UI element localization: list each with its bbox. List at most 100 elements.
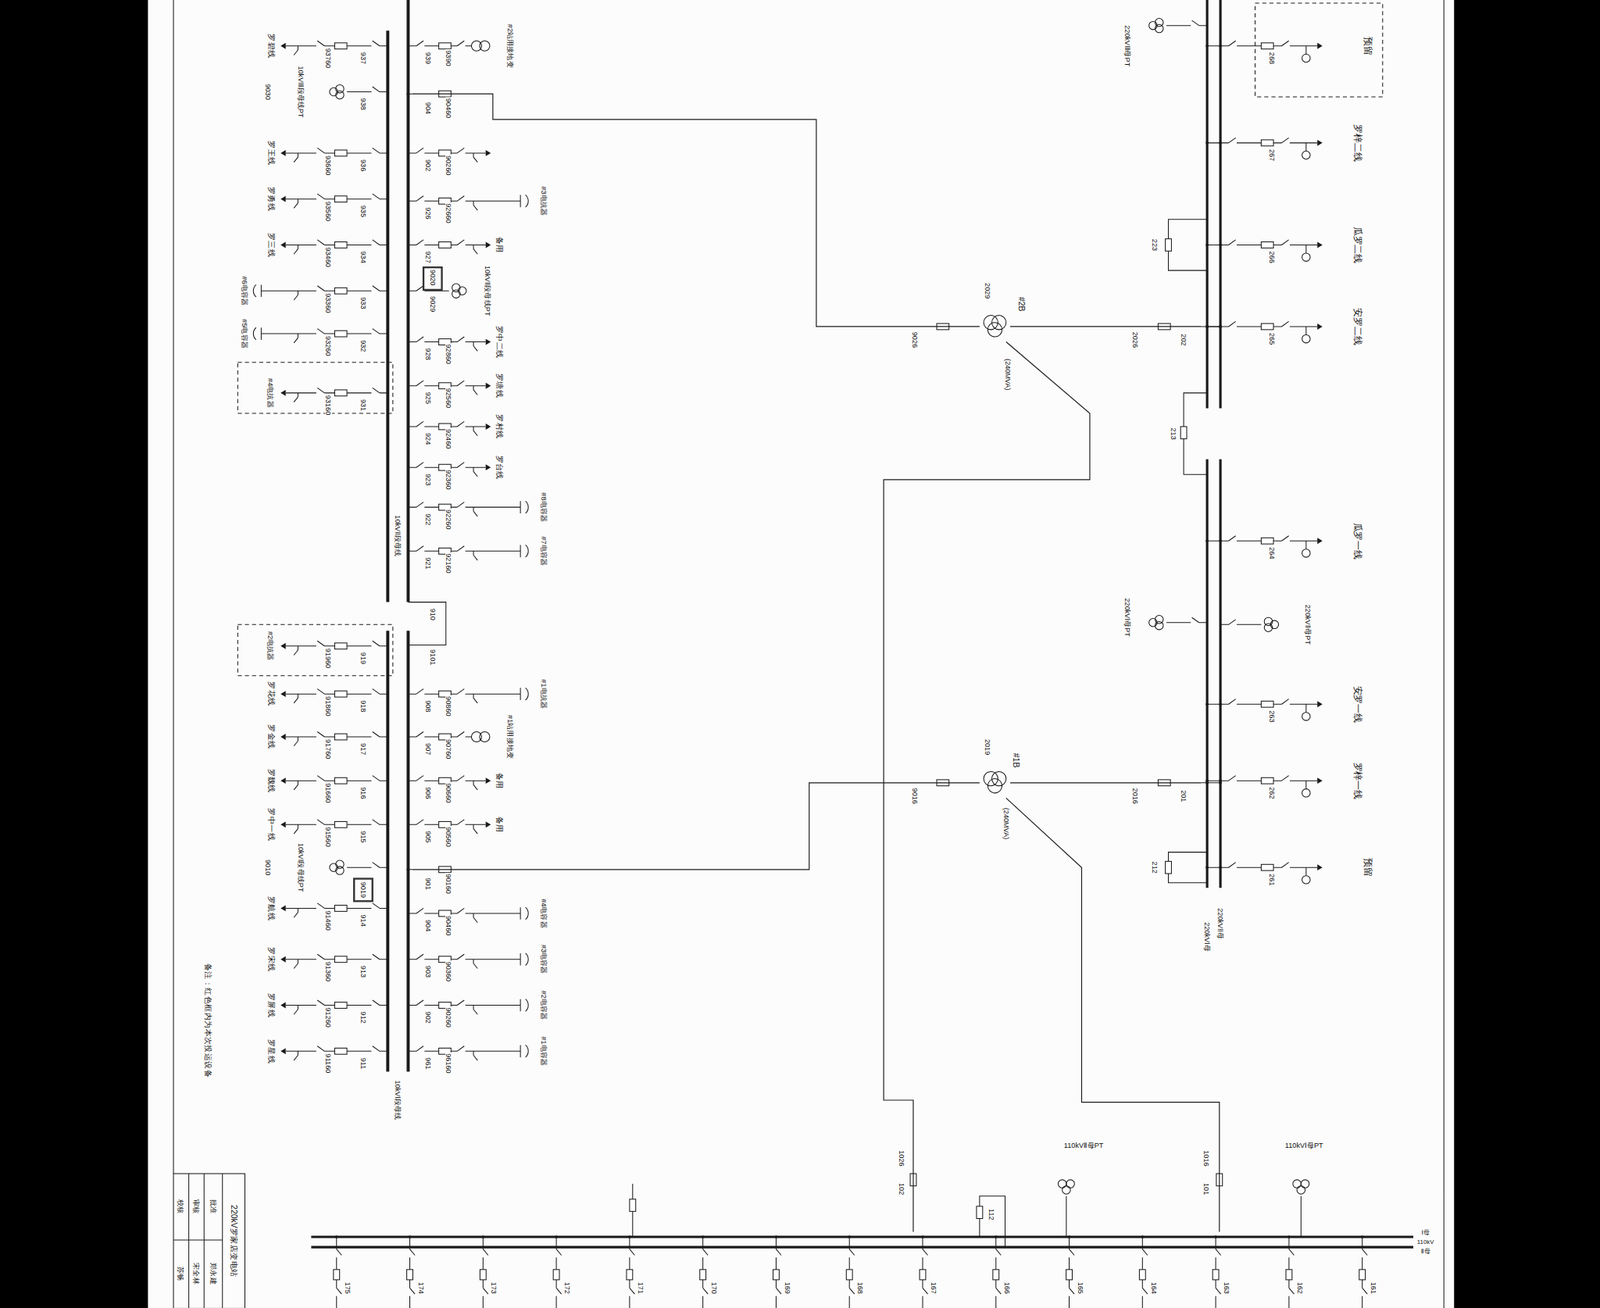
- device-number: 164: [1150, 1280, 1158, 1295]
- device-number: 93160: [325, 394, 333, 417]
- feeder-name: 罗村线: [494, 413, 503, 440]
- device-number: 171: [637, 1280, 645, 1295]
- device-number: 911: [359, 1056, 367, 1070]
- device-number: 172: [564, 1280, 572, 1295]
- feeder-symbol: [1212, 1235, 1221, 1308]
- feeder-symbol: [992, 1235, 1001, 1308]
- feeder-name: 备用: [494, 235, 503, 255]
- device-number: 2016: [1132, 786, 1140, 805]
- device-number: 90360: [445, 960, 453, 983]
- feeder-symbol: [280, 731, 388, 746]
- feeder-name: 安罗一线: [1352, 684, 1362, 724]
- breaker-symbol: [1165, 860, 1172, 874]
- junction-dot: [406, 867, 410, 872]
- pt-symbol: [1062, 1185, 1071, 1194]
- feeder-symbol: [919, 1235, 928, 1308]
- device-number: 161: [1369, 1280, 1377, 1295]
- pt-label: 220kVⅢ母PT: [1124, 24, 1132, 68]
- line-bay-symbol: [1205, 137, 1322, 159]
- device-number: 927: [425, 250, 433, 265]
- title-block-text: 校核: [177, 1197, 185, 1215]
- device-number: 92560: [445, 386, 453, 409]
- title-block-text: 批准: [209, 1197, 217, 1215]
- feeder-name: #2电容器: [540, 989, 548, 1021]
- device-number: 2026: [1132, 330, 1140, 349]
- device-number: 928: [425, 346, 433, 361]
- feeder-symbol: [280, 147, 388, 162]
- feeder-symbol: [479, 1235, 488, 1308]
- busbar-110kv: [310, 1236, 1414, 1247]
- device-number: 92360: [445, 468, 453, 491]
- device-number: 9020: [428, 268, 436, 287]
- connector-wire: [1006, 797, 1220, 1232]
- title-block-text: 审核: [192, 1197, 200, 1215]
- device-number: 90460: [445, 914, 453, 937]
- device-number: 102: [898, 1182, 906, 1197]
- transformer-name: #2B: [1016, 296, 1025, 313]
- device-number: 90660: [445, 782, 453, 804]
- pt-symbol: [407, 283, 466, 298]
- pt-symbol: [1296, 1185, 1305, 1194]
- feeder-name: 罗航线: [266, 894, 275, 922]
- device-number: 918: [359, 699, 367, 714]
- device-number: 163: [1223, 1280, 1231, 1295]
- device-number: 939: [425, 51, 433, 66]
- feeder-name: 罗三线: [266, 231, 275, 258]
- device-number: 91460: [325, 909, 333, 932]
- feeder-name: 罗碧线: [266, 32, 275, 60]
- breaker-symbol: [629, 1199, 636, 1212]
- feeder-name: #2电抗器: [267, 630, 275, 662]
- feeder-name: 预留: [1362, 857, 1372, 878]
- pt-label: 110kVⅠ母PT: [1284, 1141, 1325, 1149]
- feeder-symbol: [280, 1000, 388, 1015]
- feeder-name: #1电抗器: [540, 678, 548, 710]
- device-number: 264: [1268, 546, 1276, 561]
- device-number: 92260: [445, 508, 453, 531]
- feeder-name: #1站用接地变: [506, 714, 514, 761]
- feeder-symbol: [700, 1235, 708, 1308]
- device-number: 9101: [428, 648, 436, 667]
- device-number: 2029: [984, 282, 992, 300]
- junction-dot: [406, 92, 410, 96]
- dashed-boundary: [1255, 3, 1383, 97]
- device-number: 173: [490, 1280, 498, 1295]
- device-number: 90560: [445, 825, 453, 848]
- device-number: 916: [359, 785, 367, 800]
- device-number: 90160: [445, 872, 453, 895]
- commissioning-box: [423, 267, 443, 290]
- feeder-name: 罗塘线: [494, 372, 503, 400]
- title-block-text: 苏畅: [177, 1265, 185, 1283]
- device-number: 904: [425, 918, 433, 933]
- feeder-symbol: [280, 1046, 388, 1061]
- feeder-name: #7电容器: [540, 535, 548, 567]
- connector-wire: [1010, 325, 1201, 327]
- feeder-name: 瓜罗一线: [1352, 521, 1362, 561]
- device-number: 905: [425, 829, 433, 844]
- device-number: 901: [425, 876, 433, 891]
- capacitor-feeder-symbol: [253, 327, 388, 343]
- device-number: 93460: [325, 246, 333, 268]
- device-number: 902: [425, 158, 433, 173]
- line-bay-symbol: [1205, 535, 1322, 558]
- device-number: 165: [1076, 1280, 1084, 1295]
- device-number: 91560: [325, 825, 333, 848]
- feeder-symbol: [280, 689, 388, 704]
- device-number: 1026: [898, 1149, 906, 1168]
- feeder-name: #2站用接地变: [506, 23, 514, 70]
- feeder-symbol: [1139, 1235, 1147, 1308]
- device-number: 168: [857, 1280, 865, 1295]
- feeder-symbol: [1359, 1235, 1368, 1308]
- transformer-rating: (240MVA): [1002, 806, 1010, 840]
- title-block-text: 220kV罗家店变电站: [229, 1203, 238, 1279]
- dashed-boundary: [237, 624, 393, 675]
- feeder-name: 预留: [1362, 35, 1372, 57]
- line-bay-symbol: [1205, 775, 1322, 797]
- device-number: 174: [417, 1280, 425, 1295]
- pt-symbol: [1066, 1179, 1075, 1188]
- device-number: 9390: [445, 49, 453, 68]
- device-number: 938: [359, 96, 367, 111]
- feeder-name: 罗王线: [266, 139, 275, 167]
- device-number: 93260: [325, 335, 333, 358]
